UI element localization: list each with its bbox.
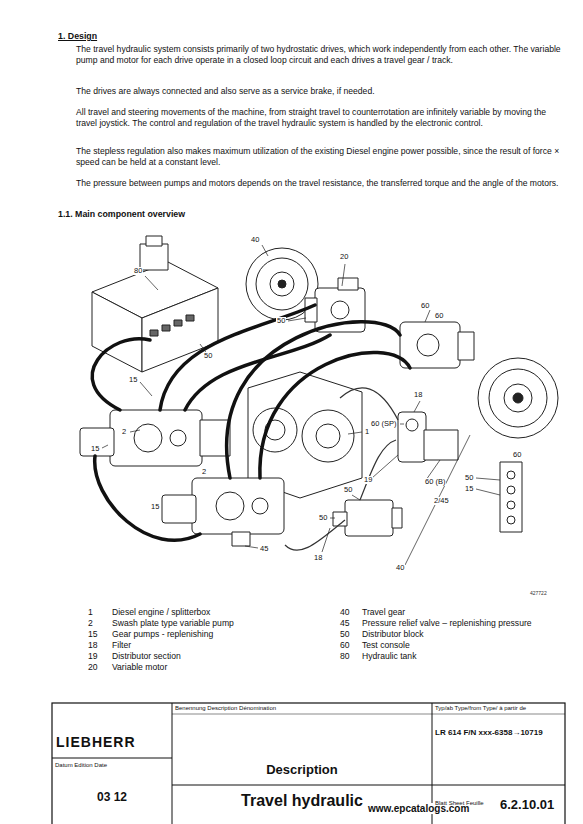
callout-number: 15 (128, 376, 138, 384)
tank-side (142, 288, 218, 372)
variable-pump (110, 410, 202, 466)
callout-number: 60 (434, 312, 444, 320)
body-paragraph: The pressure between pumps and motors de… (76, 178, 562, 189)
body-paragraph: The drives are always connected and also… (76, 86, 562, 97)
legend-number: 1 (88, 607, 93, 617)
body-paragraph: The stepless regulation also makes maxim… (76, 146, 562, 167)
callout-number: 15 (464, 485, 474, 493)
callout-number: 15 (150, 503, 160, 511)
variable-pump (192, 478, 284, 534)
variable-motor (400, 322, 460, 368)
footer-caption: Benennung Description Dénomination (175, 705, 276, 712)
footer-description: Description (172, 762, 432, 777)
tank-cap (146, 236, 162, 246)
legend-number: 18 (88, 640, 98, 650)
callout-number: 40 (395, 564, 405, 572)
distributor-section (424, 430, 458, 460)
callout-number: 19 (363, 476, 373, 484)
callout-number: 50 (276, 317, 286, 325)
leader-line (102, 245, 500, 565)
relief-valve (232, 532, 250, 546)
callout-number: 50 (464, 474, 474, 482)
test-console (500, 462, 522, 532)
callout-number: 18 (313, 554, 323, 562)
callout-number: 80 (133, 267, 143, 275)
footer-caption: Typ/ab Type/from Type/ à partir de (435, 705, 526, 712)
callout-number: 60 (420, 302, 430, 310)
callout-number: 50 (203, 352, 213, 360)
callout-number: 45 (259, 545, 269, 553)
legend-text: Travel gear (362, 607, 405, 617)
legend-text: Distributor block (362, 629, 424, 639)
callout-number: 2 (121, 428, 127, 436)
legend-number: 60 (340, 640, 350, 650)
legend-number: 15 (88, 629, 98, 639)
legend-number: 45 (340, 618, 350, 628)
footer-caption: Blatt Sheet Feuille (435, 800, 484, 807)
brand-logo: LIEBHERR (56, 734, 136, 750)
legend-text: Variable motor (112, 662, 167, 672)
callout-number: 50 (318, 514, 328, 522)
legend-text: Filter (112, 640, 131, 650)
filter (398, 412, 426, 462)
legend-number: 2 (88, 618, 93, 628)
legend-number: 20 (88, 662, 98, 672)
sheet-number: 6.2.10.01 (500, 797, 554, 812)
legend-text: Swash plate type variable pump (112, 618, 234, 628)
page-heading: 1. Design (58, 31, 97, 41)
callout-number: 2/45 (433, 497, 450, 505)
footer-caption: Datum Edition Date (55, 762, 107, 769)
body-paragraph: The travel hydraulic system consists pri… (76, 44, 562, 65)
callout-number: 1 (364, 428, 370, 436)
callout-number: 15 (90, 445, 100, 453)
legend-number: 50 (340, 629, 350, 639)
legend-number: 40 (340, 607, 350, 617)
gear-pump (162, 495, 196, 523)
legend-number: 80 (340, 651, 350, 661)
callout-number: 18 (413, 391, 423, 399)
legend-text: Hydraulic tank (362, 651, 416, 661)
callout-number: 60 (B) (424, 478, 446, 486)
legend-text: Test console (362, 640, 410, 650)
title-block (52, 703, 565, 824)
legend-number: 19 (88, 651, 98, 661)
callout-number: 20 (339, 253, 349, 261)
legend-text: Distributor section (112, 651, 181, 661)
gear-pump (80, 428, 114, 456)
callout-number: 2 (201, 468, 207, 476)
footer-value: LR 614 F/N xxx-6358→10719 (435, 728, 543, 738)
variable-motor (315, 288, 365, 332)
callout-number: 60 (512, 451, 522, 459)
legend-text: Pressure relief valve – replenishing pre… (362, 618, 532, 628)
callout-number: 50 (343, 486, 353, 494)
callout-number: 60 (SP) (370, 420, 397, 428)
body-paragraph: All travel and steering movements of the… (76, 107, 562, 128)
travel-gear (478, 358, 558, 438)
tank-filler (140, 244, 168, 270)
distributor-block (345, 500, 393, 536)
legend-text: Diesel engine / splitterbox (112, 607, 210, 617)
section-heading: 1.1. Main component overview (58, 209, 185, 219)
drawing-number: 427722 (530, 590, 547, 596)
legend-text: Gear pumps - replenishing (112, 629, 213, 639)
footer-date: 03 12 (52, 790, 172, 804)
callout-number: 40 (250, 236, 260, 244)
hydraulic-hose (92, 305, 410, 540)
